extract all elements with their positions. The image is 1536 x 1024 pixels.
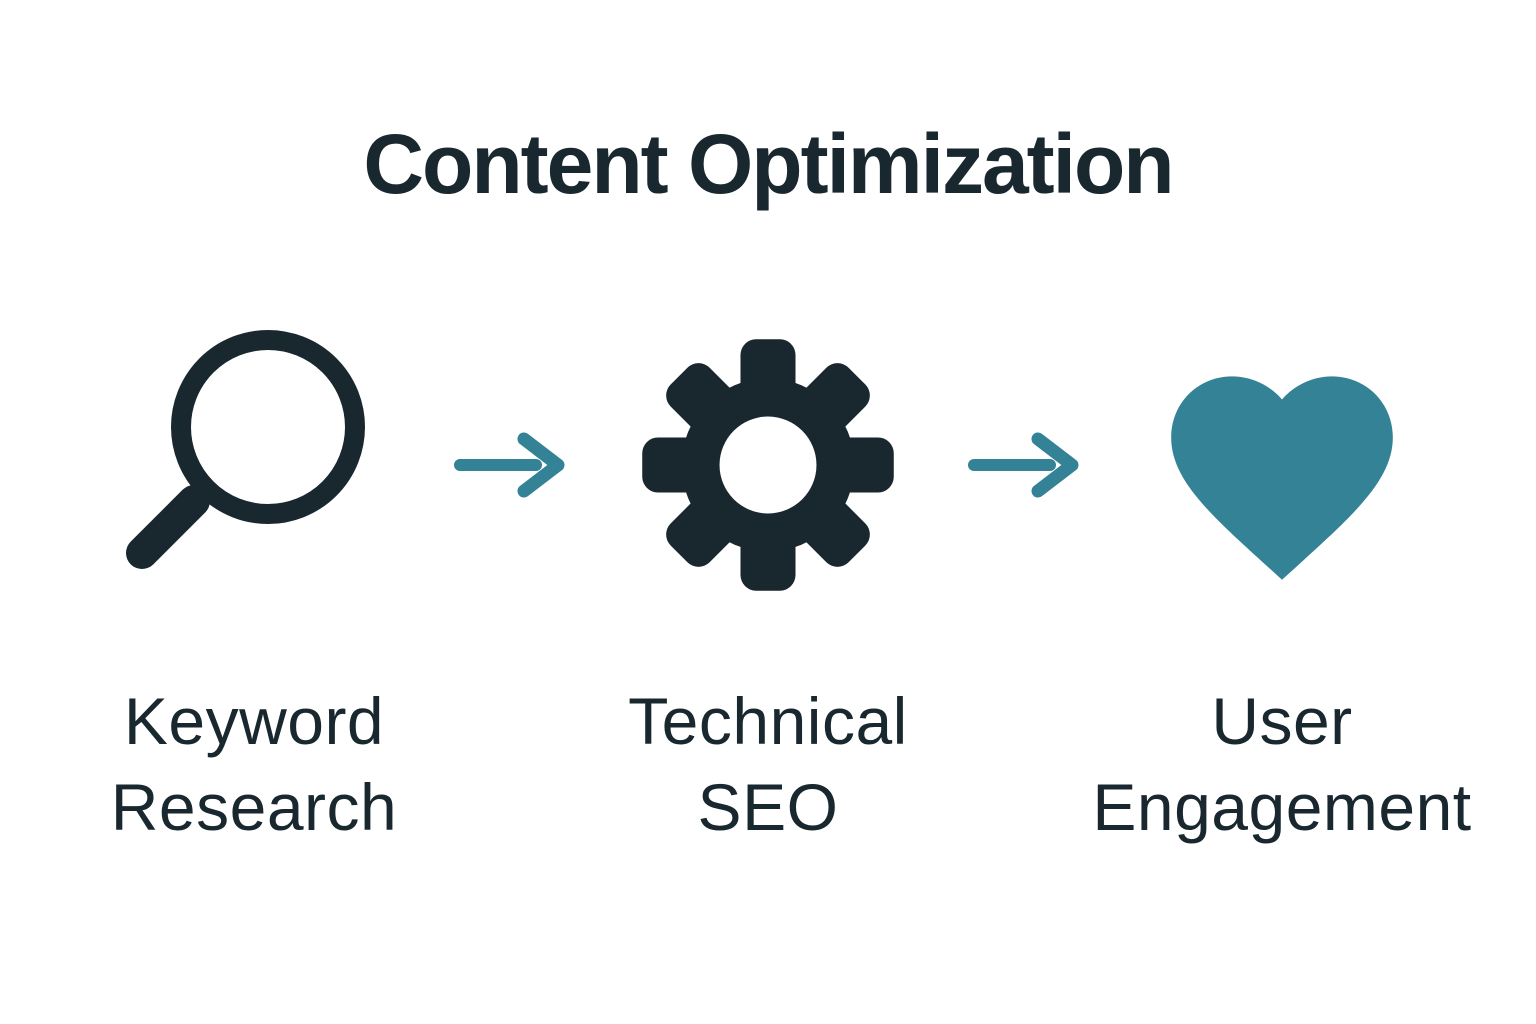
- page-title: Content Optimization: [363, 117, 1174, 211]
- step-label: User Engagement: [1092, 679, 1471, 851]
- step-technical-seo: Technical SEO: [568, 325, 968, 851]
- heart-icon: [1149, 325, 1415, 605]
- gear-icon: [637, 325, 899, 605]
- arrow-right-icon: [454, 325, 568, 605]
- step-label-line1: Technical: [628, 684, 908, 758]
- step-label-line2: SEO: [697, 769, 839, 844]
- step-label: Technical SEO: [628, 679, 908, 851]
- step-label: Keyword Research: [111, 679, 397, 851]
- step-user-engagement: User Engagement: [1082, 325, 1482, 851]
- magnifier-icon: [114, 325, 394, 605]
- step-keyword-research: Keyword Research: [54, 325, 454, 851]
- step-label-line2: Engagement: [1092, 769, 1472, 844]
- step-label-line2: Research: [110, 769, 398, 844]
- step-label-line1: User: [1211, 684, 1353, 758]
- process-flow: Keyword Research: [98, 325, 1471, 851]
- content-optimization-diagram: Content Optimization Keyword Research: [0, 122, 1536, 1024]
- arrow-right-icon: [968, 325, 1082, 605]
- step-label-line1: Keyword: [123, 684, 385, 758]
